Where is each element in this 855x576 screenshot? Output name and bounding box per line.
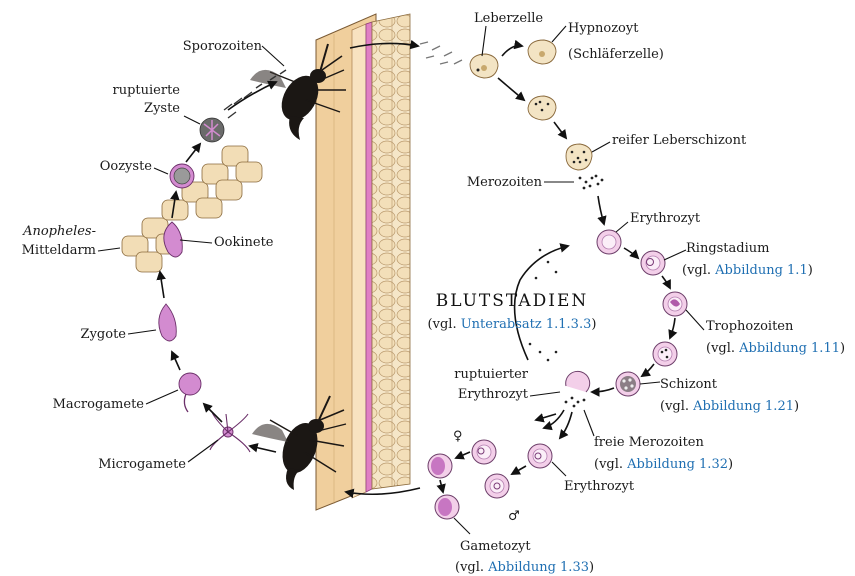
skin-cross-section [316, 14, 410, 510]
ref-close: ) [728, 457, 733, 472]
label-oozyste: Oozyste [100, 159, 153, 174]
ref-open: (vgl. [660, 399, 693, 414]
ref-freie-merozoiten: (vgl. Abbildung 1.32) [594, 457, 733, 472]
ruptured-erythrocyte-cell [565, 371, 590, 407]
ruptured-cyst-cell [200, 118, 224, 142]
ref-close: ) [794, 399, 799, 414]
schizont-cell [616, 372, 640, 396]
link-abbildung-1-1[interactable]: Abbildung 1.1 [714, 263, 808, 278]
label-anopheles: Anopheles- [22, 224, 96, 239]
male-gametocyte-cell [485, 474, 509, 498]
heading-blutstadien: BLUTSTADIEN [436, 291, 588, 311]
label-zygote: Zygote [81, 327, 127, 342]
ref-open: (vgl. [594, 457, 627, 472]
liver-cell [470, 54, 498, 78]
ref-close: ) [808, 263, 813, 278]
label-merozoiten: Merozoiten [467, 175, 543, 190]
label-trophozoiten: Trophozoiten [706, 319, 794, 334]
ref-close: ) [840, 341, 845, 356]
microgamete-cell [210, 412, 250, 452]
link-abbildung-1-11[interactable]: Abbildung 1.11 [738, 341, 840, 356]
label-gametozyt: Gametozyt [460, 539, 531, 554]
heading-ref-suffix: ) [591, 317, 596, 332]
ref-trophozoiten: (vgl. Abbildung 1.11) [706, 341, 845, 356]
label-freie-merozoiten: freie Merozoiten [594, 435, 704, 450]
early-female-gametocyte [472, 440, 496, 464]
label-microgamete: Microgamete [98, 457, 186, 472]
mature-gametocyte-cell [435, 495, 459, 519]
zygote-cell [159, 304, 176, 341]
label-macrogamete: Macrogamete [53, 397, 145, 412]
ref-close: ) [589, 560, 594, 575]
label-zyste: Zyste [144, 101, 180, 116]
label-anopheles-dash: - [92, 224, 96, 239]
early-male-gametocyte [528, 444, 552, 468]
mature-liver-schizont [566, 144, 592, 170]
label-ringstadium: Ringstadium [686, 241, 769, 256]
ref-ringstadium: (vgl. Abbildung 1.1) [682, 263, 813, 278]
label-erythrozyt-bottom: Erythrozyt [564, 479, 635, 494]
macrogamete-cell [179, 373, 201, 412]
label-schlaeferzelle: (Schläferzelle) [568, 47, 664, 62]
heading-ref-prefix: (vgl. [428, 317, 461, 332]
label-ruptuierte: ruptuierte [113, 83, 181, 98]
ref-schizont: (vgl. Abbildung 1.21) [660, 399, 799, 414]
link-abbildung-1-32[interactable]: Abbildung 1.32 [626, 457, 728, 472]
label-reifer-leberschizont: reifer Leberschizont [612, 133, 747, 148]
heading-reference: (vgl. Unterabsatz 1.1.3.3) [428, 317, 597, 332]
late-trophozoite-cell [653, 342, 677, 366]
label-leberzelle: Leberzelle [474, 11, 543, 26]
link-unterabsatz-1-1-3-3[interactable]: Unterabsatz 1.1.3.3 [461, 317, 592, 332]
label-hypnozoyt: Hypnozoyt [568, 21, 639, 36]
released-merozoites [579, 175, 604, 190]
ring-stage-cell [641, 251, 665, 275]
oozyste-cell [170, 164, 194, 188]
label-ruptuierter-erythrozyt: Erythrozyt [458, 387, 529, 402]
ref-gametozyt: (vgl. Abbildung 1.33) [455, 560, 594, 575]
female-gametocyte-cell [428, 454, 452, 478]
sporozoites-injected [420, 42, 462, 64]
erythrocyte-top [597, 230, 621, 254]
label-sporozoiten: Sporozoiten [183, 39, 263, 54]
label-mitteldarm: Mitteldarm [22, 243, 96, 258]
ref-open: (vgl. [682, 263, 715, 278]
label-schizont: Schizont [660, 377, 718, 392]
link-abbildung-1-33[interactable]: Abbildung 1.33 [487, 560, 589, 575]
label-ruptuierter: ruptuierter [454, 367, 528, 382]
label-ookinete: Ookinete [214, 235, 274, 250]
link-abbildung-1-21[interactable]: Abbildung 1.21 [692, 399, 794, 414]
ref-open: (vgl. [455, 560, 488, 575]
trophozoite-cell [663, 292, 687, 316]
ref-open: (vgl. [706, 341, 739, 356]
developing-liver-schizont [528, 96, 556, 120]
hypnozoite-cell [528, 40, 556, 64]
male-symbol: ♂ [508, 509, 520, 524]
label-erythrozyt-top: Erythrozyt [630, 211, 701, 226]
female-symbol: ♀ [453, 429, 463, 444]
label-anopheles-italic: Anopheles [22, 224, 92, 239]
